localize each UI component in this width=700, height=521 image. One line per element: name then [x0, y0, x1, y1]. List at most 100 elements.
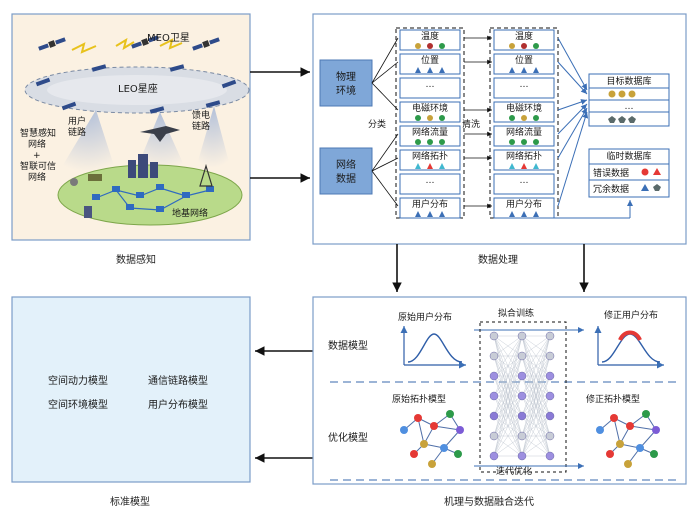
feeder-link-label-2: 链路: [192, 120, 210, 132]
fixed-user-dist-title: 修正用户分布: [604, 309, 658, 321]
data-triangle: [533, 211, 539, 217]
nn-node: [489, 351, 499, 361]
neural-net-box: [479, 321, 567, 473]
model-user-dist: 用户分布模型: [148, 398, 208, 411]
classify-row: [399, 101, 461, 123]
feeder-link-label-1: 馈电: [192, 109, 210, 121]
classify-link: [371, 82, 399, 111]
topo-node: [616, 440, 624, 448]
data-dot: [509, 115, 515, 121]
nn-node: [517, 351, 527, 361]
fixed-user-dist-plot: [594, 326, 664, 369]
topo-node: [420, 440, 428, 448]
network-data-box: [319, 147, 373, 195]
meo-label: MEO卫星: [147, 32, 190, 44]
clean-row-label: 电磁环境: [506, 102, 542, 114]
data-model-label: 数据模型: [328, 339, 368, 352]
nn-edge: [521, 415, 551, 457]
iter-opt-label: 迭代优化: [496, 465, 532, 477]
topo-node: [626, 422, 634, 430]
orig-topo-title: 原始拓扑模型: [392, 393, 446, 405]
clean-row-label: 用户分布: [506, 198, 542, 210]
data-triangle: [427, 67, 433, 73]
topo-node: [430, 422, 438, 430]
nn-edge: [493, 395, 523, 457]
classify-row: [399, 53, 461, 75]
clean-row: [493, 53, 555, 75]
topo-edge: [639, 429, 657, 449]
processing-panel: 物理 环境 网络 数据 分类 清洗 温度位置…电磁环境网络流量网络拓扑…用户分布…: [312, 13, 687, 245]
temp-database: 临时数据库 错误数据 冗余数据: [588, 148, 670, 198]
data-dot: [509, 43, 515, 49]
model-comm-link: 通信链路模型: [148, 374, 208, 387]
nn-edge: [493, 335, 523, 377]
clean-row-label: 位置: [515, 54, 533, 66]
nn-node: [489, 411, 499, 421]
fusion-caption: 机理与数据融合迭代: [444, 495, 534, 508]
topo-node: [650, 450, 658, 458]
data-dot: [533, 43, 539, 49]
topo-edge: [629, 425, 657, 431]
classify-row-label: 网络拓扑: [412, 150, 448, 162]
lightning-icon: [115, 37, 135, 51]
nn-edge: [521, 335, 551, 357]
classify-link: [371, 133, 399, 172]
sensing-caption: 数据感知: [116, 253, 156, 266]
classify-link: [371, 37, 399, 84]
classify-row-label: 电磁环境: [412, 102, 448, 114]
nn-edge: [493, 415, 523, 457]
orig-topology-graph: [400, 410, 464, 468]
classify-label: 分类: [368, 118, 386, 130]
nn-node: [489, 371, 499, 381]
data-triangle: [415, 163, 421, 169]
meo-satellites: [38, 35, 220, 51]
data-dot: [439, 43, 445, 49]
network-label-3: 智联可信: [20, 160, 56, 172]
fixed-topo-title: 修正拓扑模型: [586, 393, 640, 405]
topo-node: [610, 414, 618, 422]
topo-node: [636, 444, 644, 452]
topo-node: [446, 410, 454, 418]
ground-label: 地基网络: [172, 207, 208, 219]
nn-node: [489, 431, 499, 441]
nn-node: [545, 411, 555, 421]
user-link-label-2: 链路: [68, 126, 86, 138]
classify-column: [395, 27, 465, 219]
processing-caption: 数据处理: [478, 253, 518, 266]
classify-row-label: 网络流量: [412, 126, 448, 138]
data-triangle: [439, 163, 445, 169]
clean-row: [493, 101, 555, 123]
nn-node: [545, 331, 555, 341]
data-triangle: [521, 163, 527, 169]
item-links: [371, 35, 492, 209]
nn-edge: [521, 335, 551, 397]
nn-node: [517, 411, 527, 421]
topo-node: [400, 426, 408, 434]
temp-db-title: 临时数据库: [606, 150, 651, 162]
nn-edge: [521, 335, 551, 417]
data-triangle: [533, 163, 539, 169]
clean-row-label: 网络拓扑: [506, 150, 542, 162]
nn-edge: [493, 335, 523, 417]
data-triangle: [509, 163, 515, 169]
fusion-panel: 数据模型 优化模型 原始用户分布 拟合训练 修正用户分布 迭代优化 原始拓扑模型…: [312, 296, 687, 485]
fixed-topology-graph: [596, 410, 660, 468]
nn-edge: [493, 335, 523, 437]
clean-row: [493, 125, 555, 147]
classify-link: [371, 157, 399, 172]
data-triangle: [509, 67, 515, 73]
target-db-ellipsis: …: [625, 102, 634, 112]
clean-column: [489, 27, 559, 219]
topo-node: [456, 426, 464, 434]
fit-train-label: 拟合训练: [498, 307, 534, 319]
nn-node: [517, 331, 527, 341]
lightning-icon: [159, 38, 183, 50]
city-icon: [128, 154, 158, 178]
data-triangle: [439, 67, 445, 73]
clean-row: [493, 77, 555, 99]
data-triangle: [439, 211, 445, 217]
nn-node: [517, 451, 527, 461]
data-triangle: [521, 211, 527, 217]
lightning-icon: [71, 42, 97, 54]
